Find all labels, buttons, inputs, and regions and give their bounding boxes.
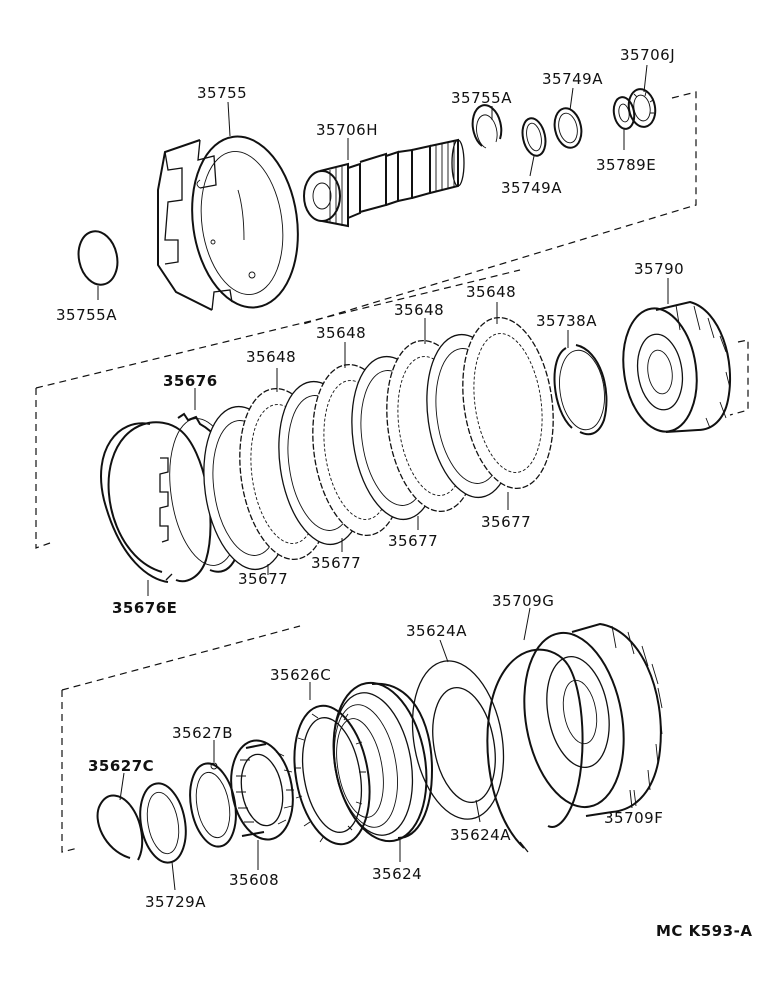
part-35627c-snap-ring bbox=[96, 794, 144, 861]
label-35709g: 35709G bbox=[492, 592, 554, 610]
part-35624a-oring-outer bbox=[411, 660, 505, 820]
part-35749a-bushing-1 bbox=[521, 117, 547, 157]
part-35738a-snap-ring bbox=[553, 344, 608, 436]
part-35755a-snap-ring bbox=[471, 104, 503, 149]
label-35706h: 35706H bbox=[316, 121, 378, 139]
label-35738a: 35738A bbox=[536, 312, 597, 330]
part-35626c-bearing bbox=[293, 704, 371, 846]
part-35706j-washer bbox=[627, 88, 657, 128]
part-35608-oneway-clutch bbox=[230, 739, 294, 841]
label-35648-c: 35648 bbox=[394, 301, 444, 319]
catalog-code: MC K593-A bbox=[656, 922, 752, 940]
part-35789e-bearing bbox=[612, 96, 636, 130]
part-35790-hub bbox=[622, 300, 732, 433]
label-35626c: 35626C bbox=[270, 666, 331, 684]
label-35624: 35624 bbox=[372, 865, 422, 883]
label-35676: 35676 bbox=[163, 372, 218, 390]
label-35789e: 35789E bbox=[596, 156, 656, 174]
part-35749a-bushing-2 bbox=[553, 107, 583, 149]
part-35624a-oring-inner bbox=[432, 686, 496, 804]
clutch-plate-stack bbox=[203, 316, 554, 571]
label-35790: 35790 bbox=[634, 260, 684, 278]
label-35755a-top: 35755A bbox=[451, 89, 512, 107]
label-35627b: 35627B bbox=[172, 724, 233, 742]
part-35706h-shaft bbox=[303, 138, 465, 228]
label-35677-d: 35677 bbox=[481, 513, 531, 531]
label-35648-a: 35648 bbox=[246, 348, 296, 366]
label-35706j: 35706J bbox=[620, 46, 675, 64]
label-35648-b: 35648 bbox=[316, 324, 366, 342]
label-35648-d: 35648 bbox=[466, 283, 516, 301]
label-35677-c: 35677 bbox=[388, 532, 438, 550]
label-35624a-low: 35624A bbox=[450, 826, 511, 844]
label-35608: 35608 bbox=[229, 871, 279, 889]
label-35749a-low: 35749A bbox=[501, 179, 562, 197]
label-35749a-top: 35749A bbox=[542, 70, 603, 88]
part-35624-piston bbox=[332, 681, 434, 843]
label-35755: 35755 bbox=[197, 84, 247, 102]
part-35755a-ring bbox=[77, 230, 119, 286]
label-35627c: 35627C bbox=[88, 757, 154, 775]
label-35676e: 35676E bbox=[112, 599, 177, 617]
label-35677-a: 35677 bbox=[238, 570, 288, 588]
label-35624a-top: 35624A bbox=[406, 622, 467, 640]
label-35729a: 35729A bbox=[145, 893, 206, 911]
group-boundaries bbox=[35, 91, 749, 853]
label-35755a-left: 35755A bbox=[56, 306, 117, 324]
part-35709f-drum bbox=[523, 622, 663, 817]
label-35709f: 35709F bbox=[604, 809, 663, 827]
part-35709g-snap-ring bbox=[486, 648, 584, 853]
label-35677-b: 35677 bbox=[311, 554, 361, 572]
part-35729a-plate bbox=[139, 782, 187, 864]
part-labels: 35706J 35749A 35755A 35755 35706H 35749A… bbox=[56, 46, 752, 940]
part-35627b-ring bbox=[189, 762, 237, 848]
leader-lines bbox=[97, 64, 669, 891]
plate-35648-d bbox=[462, 316, 554, 490]
part-35755-drum bbox=[157, 135, 299, 311]
part-35676e-snap-ring bbox=[100, 421, 212, 583]
